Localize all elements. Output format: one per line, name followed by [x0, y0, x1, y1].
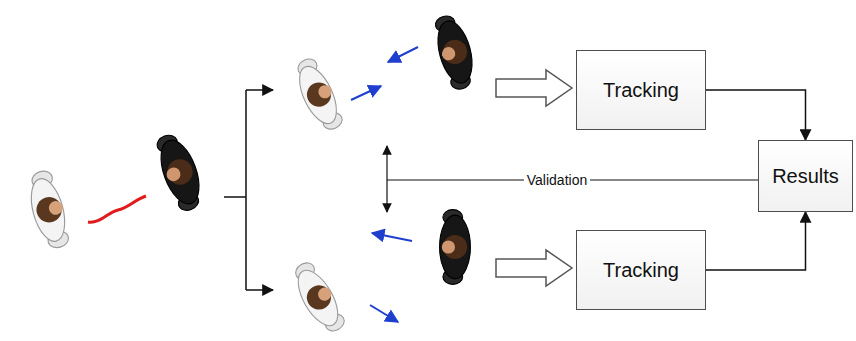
connector [706, 90, 806, 140]
direction-arrow [351, 86, 381, 100]
hollow-arrow [496, 250, 572, 286]
process-box: Results [758, 140, 853, 212]
person-black [430, 12, 479, 92]
hollow-arrow [496, 70, 572, 106]
box-label: Tracking [603, 259, 679, 282]
red-path [88, 196, 146, 222]
process-box: Tracking [576, 50, 706, 130]
person-black [151, 130, 208, 214]
person-white [287, 258, 349, 337]
person-black [440, 210, 471, 285]
branch-line [224, 90, 246, 290]
branch-arrow [246, 89, 273, 91]
connector [706, 212, 806, 270]
line-label: Validation [524, 172, 590, 188]
process-box: Tracking [576, 230, 706, 310]
person-white [289, 55, 347, 135]
person-white [23, 168, 72, 251]
direction-arrow [370, 305, 398, 322]
box-label: Results [772, 165, 839, 188]
direction-arrow [388, 47, 418, 62]
direction-arrow [372, 233, 412, 241]
double-arrow [386, 146, 387, 212]
branch-arrow [246, 289, 273, 291]
box-label: Tracking [603, 79, 679, 102]
